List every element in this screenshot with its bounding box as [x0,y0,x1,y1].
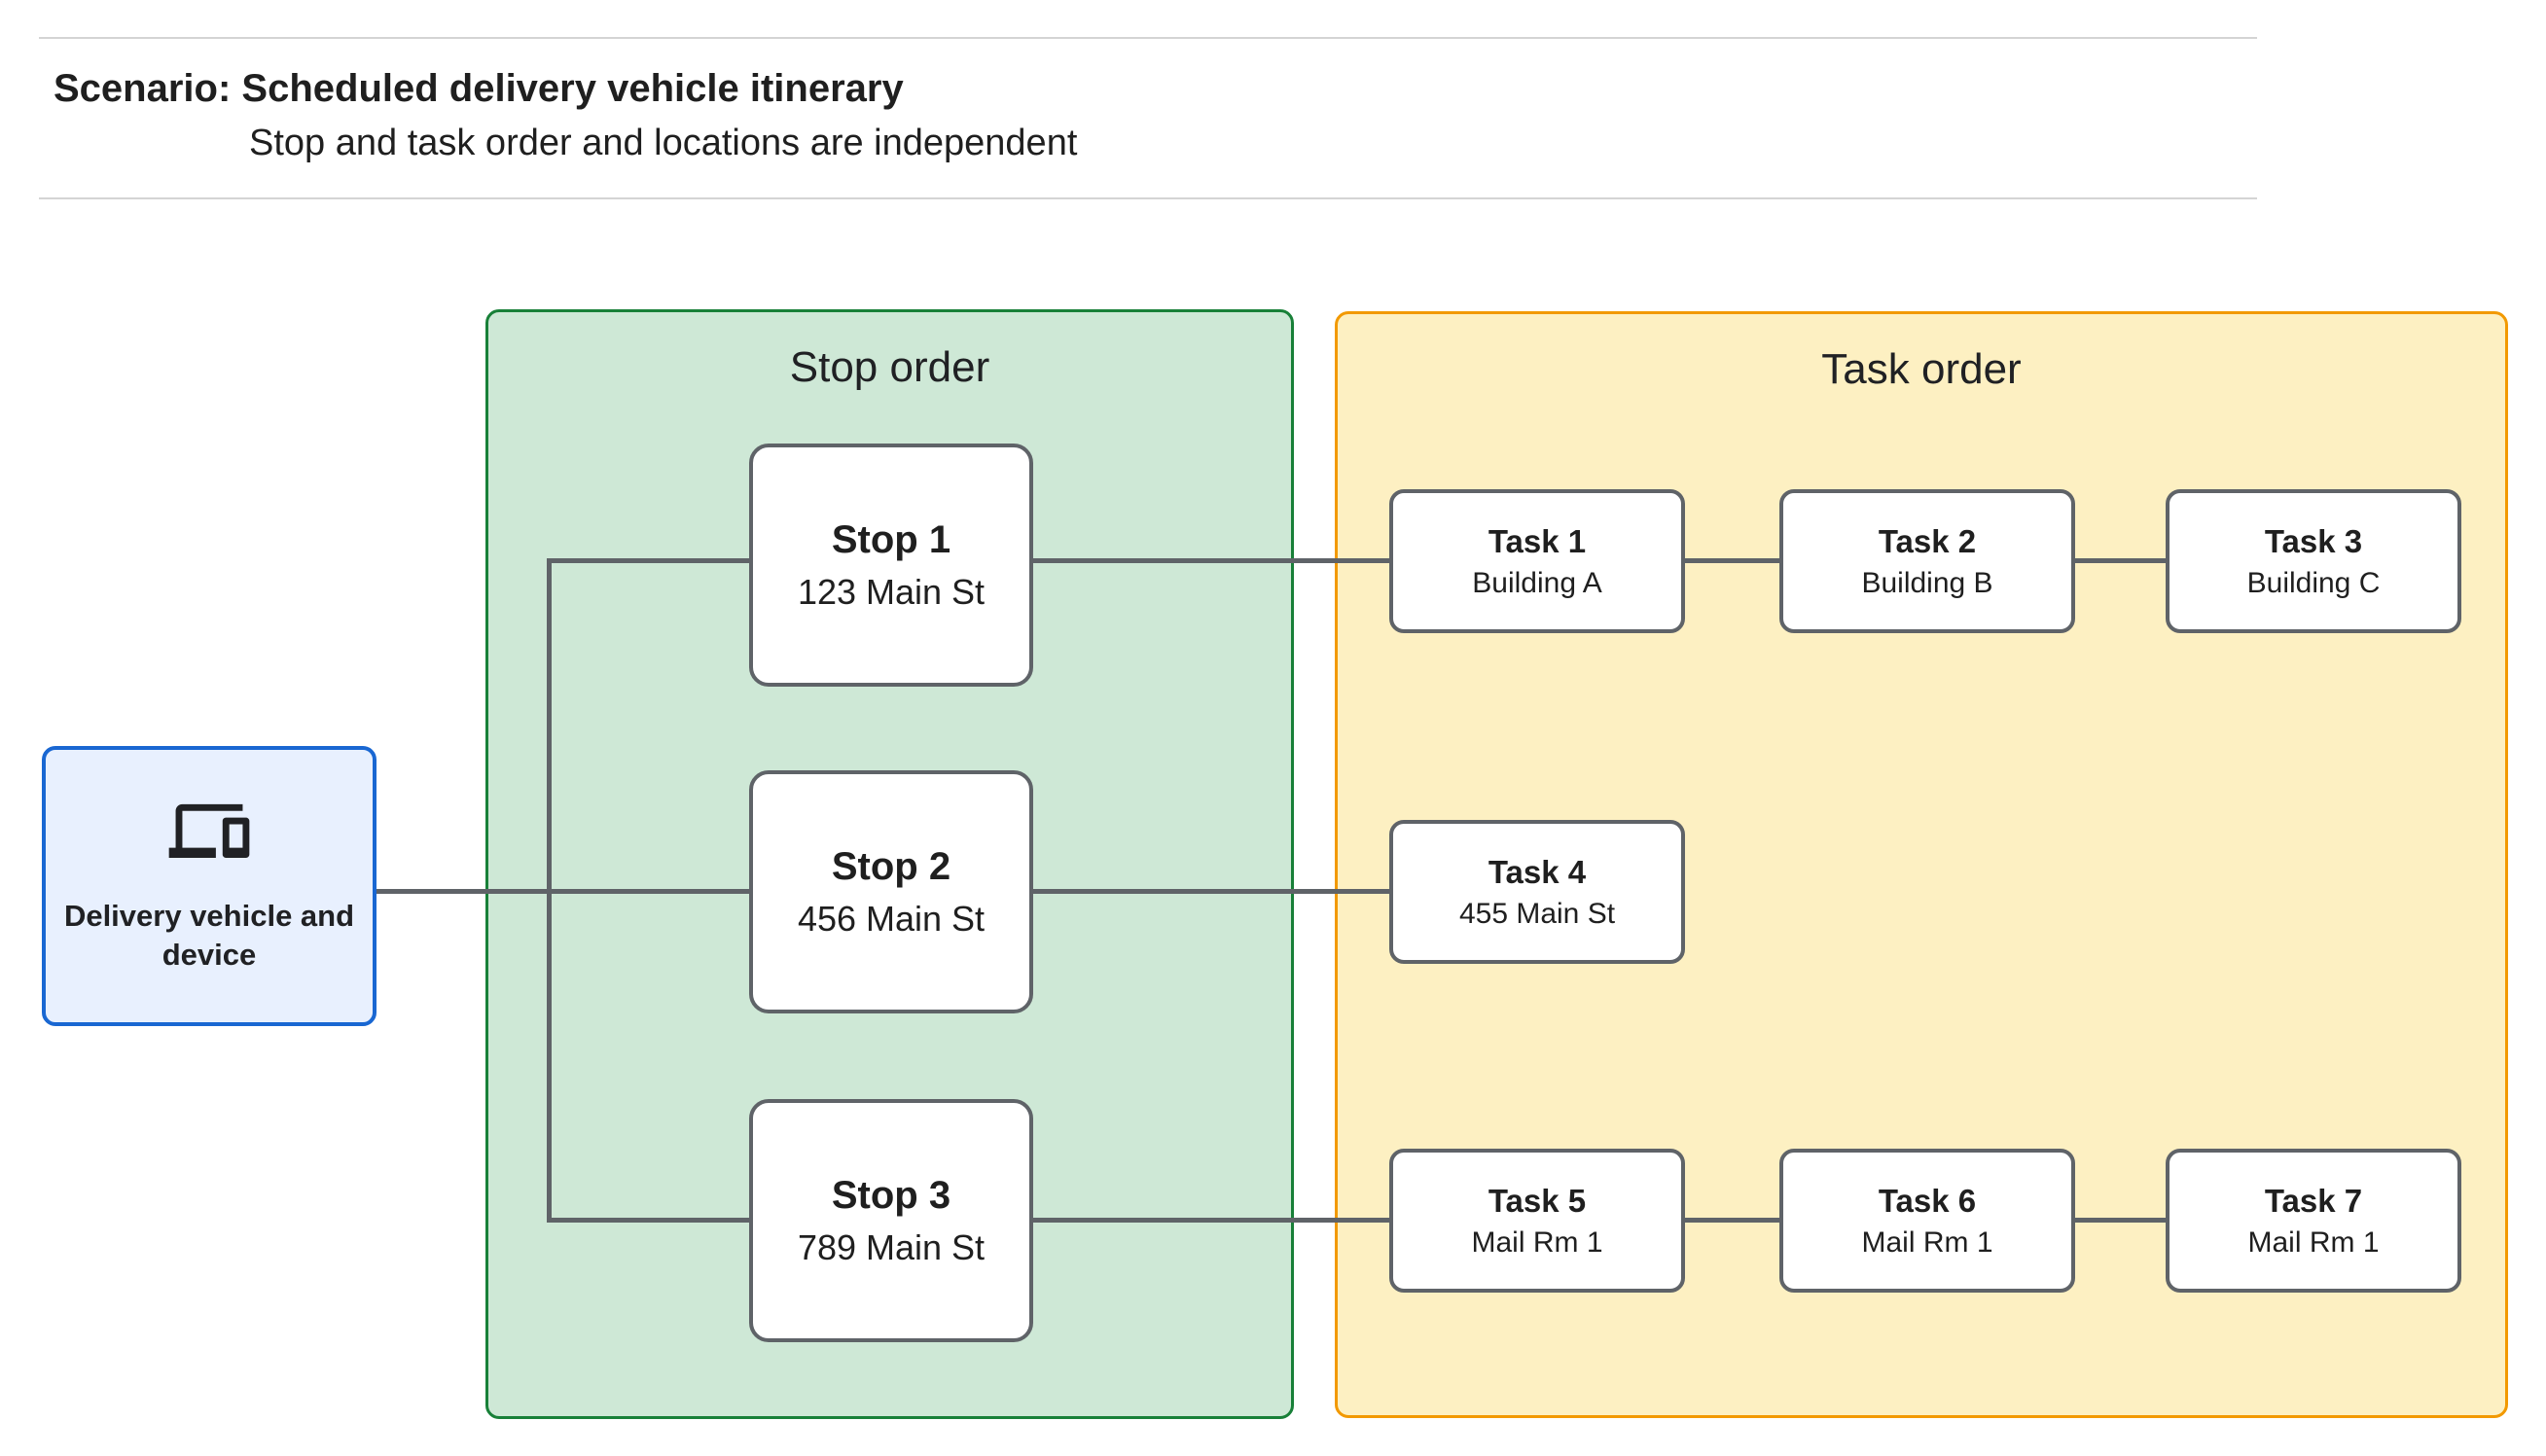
task-7-location: Mail Rm 1 [2247,1225,2380,1259]
task-2-name: Task 2 [1878,522,1977,559]
delivery-vehicle-node: Delivery vehicle and device [42,746,377,1026]
page-title: Scenario: Scheduled delivery vehicle iti… [54,67,904,110]
task-order-panel-title: Task order [1821,345,2022,393]
task-6-location: Mail Rm 1 [1861,1225,1993,1259]
header-divider [39,197,2257,199]
task-node-2: Task 2 Building B [1779,489,2075,633]
stop-3-name: Stop 3 [831,1173,951,1217]
stop-2-address: 456 Main St [797,898,986,939]
stop-node-2: Stop 2 456 Main St [749,770,1033,1013]
task-4-location: 455 Main St [1458,897,1616,930]
task-4-name: Task 4 [1488,853,1587,890]
task-node-1: Task 1 Building A [1389,489,1685,633]
task-node-3: Task 3 Building C [2166,489,2461,633]
connector-vehicle-to-stop2 [377,889,749,894]
connector-stop1-to-task1 [1033,558,1389,563]
task-1-location: Building A [1472,566,1602,599]
task-3-location: Building C [2246,566,2381,599]
stop-2-name: Stop 2 [831,844,951,888]
task-node-7: Task 7 Mail Rm 1 [2166,1149,2461,1293]
stop-1-address: 123 Main St [797,571,986,612]
delivery-vehicle-label: Delivery vehicle and device [63,898,355,972]
stop-node-1: Stop 1 123 Main St [749,444,1033,687]
task-node-6: Task 6 Mail Rm 1 [1779,1149,2075,1293]
page-subtitle: Stop and task order and locations are in… [249,123,1078,163]
stop-1-name: Stop 1 [831,517,951,561]
task-6-name: Task 6 [1878,1182,1977,1219]
connector-task5-to-task6 [1685,1218,1779,1223]
connector-stop2-to-task4 [1033,889,1389,894]
stop-order-panel-title: Stop order [789,343,990,391]
task-5-name: Task 5 [1488,1182,1587,1219]
task-node-5: Task 5 Mail Rm 1 [1389,1149,1685,1293]
top-divider [39,37,2257,39]
devices-icon [168,803,250,858]
connector-stop3-to-task5 [1033,1218,1389,1223]
task-1-name: Task 1 [1488,522,1587,559]
task-node-4: Task 4 455 Main St [1389,820,1685,964]
task-3-name: Task 3 [2264,522,2363,559]
connector-task1-to-task2 [1685,558,1779,563]
connector-branch-stop1 [549,558,749,563]
task-7-name: Task 7 [2264,1182,2363,1219]
task-2-location: Building B [1861,566,1993,599]
connector-task6-to-task7 [2075,1218,2166,1223]
stop-3-address: 789 Main St [797,1226,986,1267]
connector-branch-stop3 [549,1218,749,1223]
task-5-location: Mail Rm 1 [1471,1225,1603,1259]
connector-task2-to-task3 [2075,558,2166,563]
connector-trunk-vertical [547,558,552,1223]
stop-node-3: Stop 3 789 Main St [749,1099,1033,1342]
